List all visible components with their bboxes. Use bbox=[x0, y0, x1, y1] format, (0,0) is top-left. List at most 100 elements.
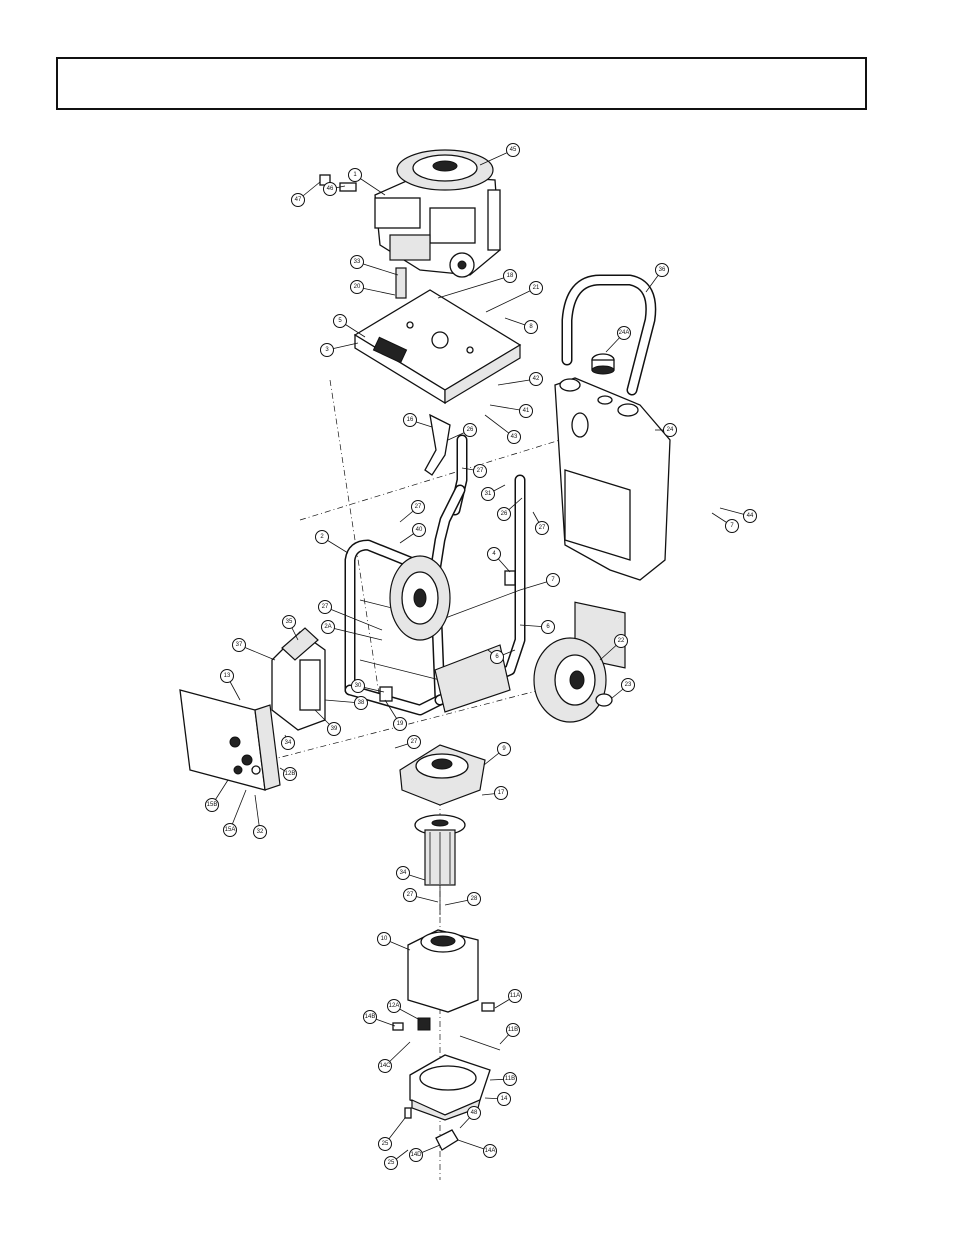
part-callout: 3 bbox=[320, 343, 334, 357]
callout-bubble bbox=[535, 521, 549, 535]
part-callout: 35 bbox=[282, 615, 296, 629]
callout-bubble bbox=[384, 1156, 398, 1170]
callout-bubble bbox=[220, 669, 234, 683]
callout-label: 13 bbox=[224, 673, 231, 679]
part-callout: 23 bbox=[621, 678, 635, 692]
part-callout: 43 bbox=[507, 430, 521, 444]
part-callout: 32 bbox=[253, 825, 267, 839]
callout-label: 23 bbox=[625, 682, 632, 688]
callout-bubble bbox=[363, 1010, 377, 1024]
callout-bubble bbox=[232, 638, 246, 652]
part-callout: 21 bbox=[529, 281, 543, 295]
part-callout: 37 bbox=[232, 638, 246, 652]
callout-bubble bbox=[487, 547, 501, 561]
hubcap-part bbox=[595, 693, 613, 707]
callout-bubble bbox=[393, 717, 407, 731]
callout-bubble bbox=[506, 143, 520, 157]
callout-label: 34 bbox=[400, 870, 407, 876]
part-callout: 42 bbox=[529, 372, 543, 386]
callout-label: 40 bbox=[416, 527, 423, 533]
callout-bubble bbox=[283, 767, 297, 781]
callout-bubble bbox=[494, 786, 508, 800]
callout-label: 15A bbox=[225, 827, 236, 833]
callout-bubble bbox=[497, 1092, 511, 1106]
callout-label: 14D bbox=[410, 1152, 422, 1158]
part-callout: 41 bbox=[519, 404, 533, 418]
part-callout: 13 bbox=[220, 669, 234, 683]
callout-bubble bbox=[473, 464, 487, 478]
part-callout: 34 bbox=[396, 866, 410, 880]
part-callout: 40 bbox=[412, 523, 426, 537]
callout-label: 32 bbox=[257, 829, 264, 835]
callout-bubble bbox=[409, 1148, 423, 1162]
part-callout: 48 bbox=[467, 1106, 481, 1120]
callout-bubble bbox=[463, 423, 477, 437]
part-callout: 27 bbox=[318, 600, 332, 614]
leader-line bbox=[437, 275, 511, 299]
callout-label: 3 bbox=[325, 347, 329, 353]
callout-label: 2A bbox=[324, 624, 331, 630]
callout-bubble bbox=[467, 892, 481, 906]
callout-bubble bbox=[621, 678, 635, 692]
part-callout: 14 bbox=[497, 1092, 511, 1106]
mounting-bracket bbox=[271, 627, 326, 731]
part-callout: 1 bbox=[348, 168, 362, 182]
wheel bbox=[533, 637, 607, 723]
rear-housing bbox=[554, 377, 671, 669]
callout-bubble bbox=[281, 736, 295, 750]
callout-bubble bbox=[508, 989, 522, 1003]
spacer-part bbox=[392, 1022, 404, 1031]
fitting-part bbox=[339, 182, 357, 192]
callout-bubble bbox=[348, 168, 362, 182]
callout-bubble bbox=[467, 1106, 481, 1120]
part-callout: 18 bbox=[503, 269, 517, 283]
part-callout: 47 bbox=[291, 193, 305, 207]
callout-bubble bbox=[663, 423, 677, 437]
callout-label: 36 bbox=[659, 267, 666, 273]
callout-label: 11A bbox=[510, 993, 520, 999]
callout-bubble bbox=[223, 823, 237, 837]
callout-bubble bbox=[350, 255, 364, 269]
callout-label: 11B bbox=[508, 1027, 518, 1033]
foot-part bbox=[379, 686, 393, 702]
callout-bubble bbox=[546, 573, 560, 587]
callout-bubble bbox=[387, 999, 401, 1013]
callout-bubble bbox=[481, 487, 495, 501]
callout-label: 14C bbox=[379, 1063, 391, 1069]
callout-bubble bbox=[407, 735, 421, 749]
callout-bubble bbox=[490, 650, 504, 664]
callout-label: 14B bbox=[365, 1014, 376, 1020]
callout-label: 30 bbox=[355, 683, 362, 689]
part-callout: 10 bbox=[377, 932, 391, 946]
part-callout: 46 bbox=[323, 182, 337, 196]
callout-bubble bbox=[541, 620, 555, 634]
callout-bubble bbox=[327, 722, 341, 736]
part-callout: 14C bbox=[378, 1059, 392, 1073]
callout-label: 33 bbox=[354, 259, 361, 265]
part-callout: 31 bbox=[481, 487, 495, 501]
callout-bubble bbox=[503, 1072, 517, 1086]
part-callout: 6 bbox=[541, 620, 555, 634]
part-callout: 19 bbox=[393, 717, 407, 731]
callout-label: 4 bbox=[492, 551, 496, 557]
callout-bubble bbox=[743, 509, 757, 523]
callout-label: 42 bbox=[533, 376, 540, 382]
assembly-line bbox=[329, 379, 381, 701]
callout-bubble bbox=[403, 888, 417, 902]
callout-label: 12A bbox=[389, 1003, 400, 1009]
part-callout: 27 bbox=[473, 464, 487, 478]
part-callout: 14B bbox=[363, 1010, 377, 1024]
assembly-line bbox=[299, 439, 561, 521]
callout-bubble bbox=[378, 1137, 392, 1151]
callout-label: 21 bbox=[533, 285, 540, 291]
callout-bubble bbox=[411, 500, 425, 514]
part-callout: 8 bbox=[524, 320, 538, 334]
callout-label: 27 bbox=[411, 739, 418, 745]
callout-bubble bbox=[282, 615, 296, 629]
callout-label: 27 bbox=[415, 504, 422, 510]
part-callout: 14D bbox=[409, 1148, 423, 1162]
part-callout: 38 bbox=[354, 696, 368, 710]
part-callout: 26 bbox=[463, 423, 477, 437]
part-callout: 6 bbox=[490, 650, 504, 664]
